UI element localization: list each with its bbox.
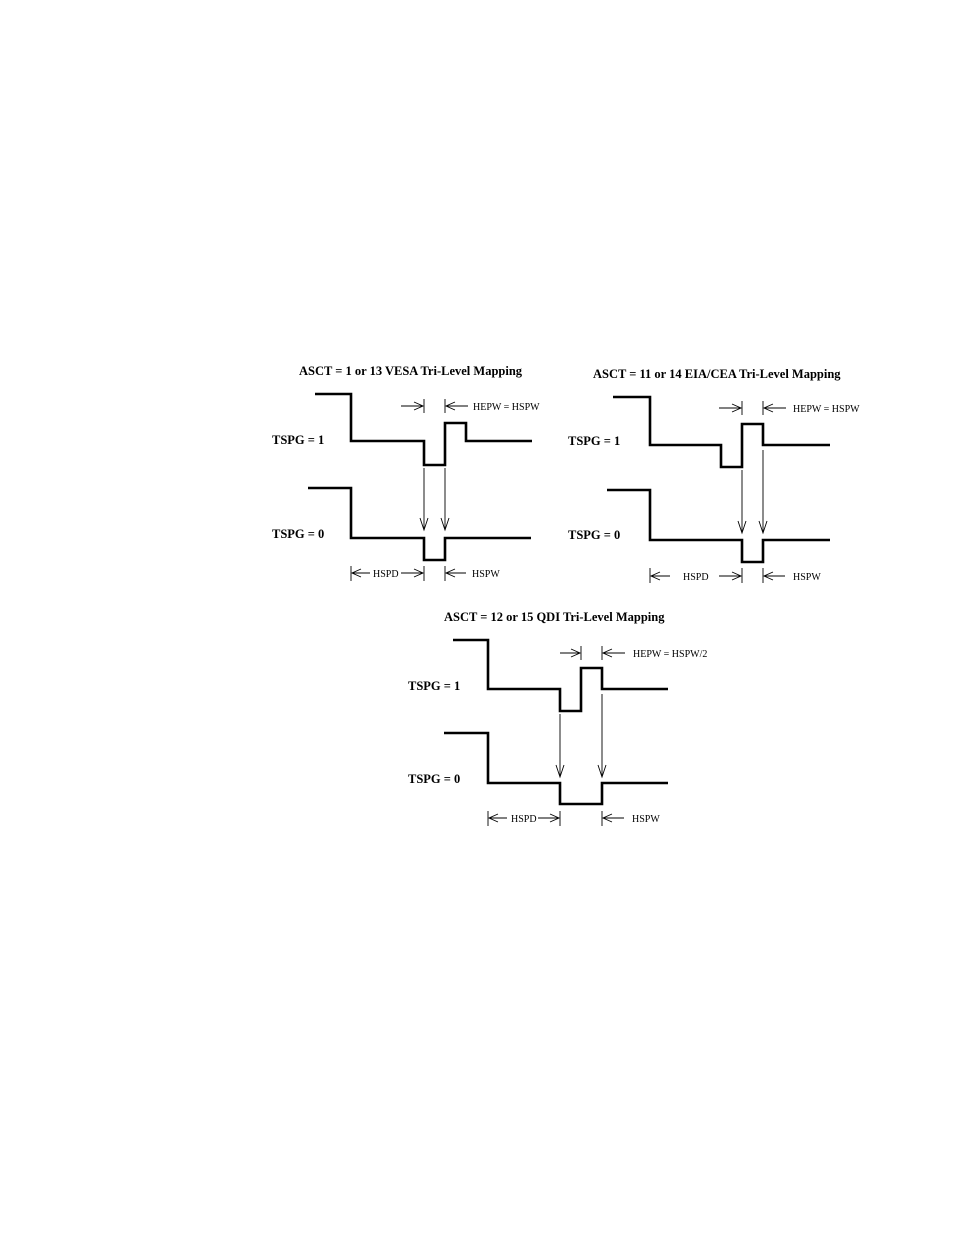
vesa-hspd-label: HSPD: [373, 569, 399, 580]
vesa-hspw-measure: [445, 566, 466, 581]
qdi-tspg0-label: TSPG = 0: [408, 772, 460, 786]
eia-cea-tspg1-label: TSPG = 1: [568, 434, 620, 448]
vesa-hepw-measure: [401, 399, 468, 413]
eia-cea-hspw-label: HSPW: [793, 572, 821, 583]
qdi-tspg0-waveform: [444, 733, 668, 804]
vesa-diagram: ASCT = 1 or 13 VESA Tri-Level Mapping TS…: [272, 364, 540, 581]
qdi-tspg1-label: TSPG = 1: [408, 679, 460, 693]
eia-cea-hspd-label: HSPD: [683, 572, 709, 583]
eia-cea-hepw-label: HEPW = HSPW: [793, 404, 860, 415]
vesa-tspg0-waveform: [308, 488, 531, 560]
qdi-hspw-measure: [602, 811, 624, 826]
vesa-hepw-label: HEPW = HSPW: [473, 402, 540, 413]
eia-cea-tspg0-waveform: [607, 490, 830, 562]
qdi-hspd-label: HSPD: [511, 814, 537, 825]
vesa-transition-arrows: [420, 468, 449, 530]
eia-cea-diagram: ASCT = 11 or 14 EIA/CEA Tri-Level Mappin…: [568, 367, 860, 583]
eia-cea-tspg0-label: TSPG = 0: [568, 528, 620, 542]
eia-cea-title: ASCT = 11 or 14 EIA/CEA Tri-Level Mappin…: [593, 367, 841, 381]
qdi-hepw-label: HEPW = HSPW/2: [633, 649, 707, 660]
vesa-tspg1-label: TSPG = 1: [272, 433, 324, 447]
vesa-hspw-label: HSPW: [472, 569, 500, 580]
qdi-title: ASCT = 12 or 15 QDI Tri-Level Mapping: [444, 610, 665, 624]
eia-cea-hepw-measure: [719, 401, 786, 415]
vesa-tspg0-label: TSPG = 0: [272, 527, 324, 541]
vesa-title: ASCT = 1 or 13 VESA Tri-Level Mapping: [299, 364, 523, 378]
qdi-hepw-measure: [560, 646, 625, 660]
qdi-hspw-label: HSPW: [632, 814, 660, 825]
eia-cea-hspw-measure: [763, 568, 785, 583]
qdi-diagram: ASCT = 12 or 15 QDI Tri-Level Mapping TS…: [408, 610, 707, 826]
